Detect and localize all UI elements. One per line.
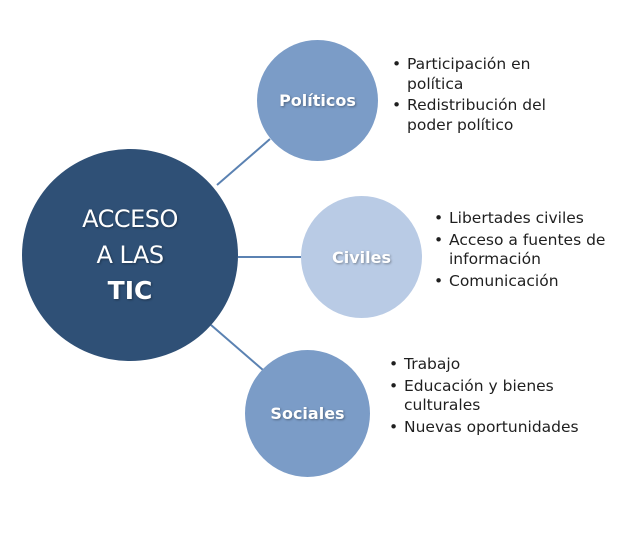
node-civiles-label: Civiles xyxy=(332,247,391,267)
list-item: Nuevas oportunidades xyxy=(387,418,587,438)
node-civiles: Civiles xyxy=(301,196,422,318)
center-circle-acceso-tic: ACCESO A LAS TIC xyxy=(22,149,238,361)
center-line-1: ACCESO xyxy=(82,205,178,233)
node-politicos-label: Políticos xyxy=(279,91,356,110)
list-item: Redistribución del poder político xyxy=(390,96,590,135)
node-sociales-label: Sociales xyxy=(270,404,345,423)
node-politicos: Políticos xyxy=(257,40,378,161)
sociales-bullet-list: Trabajo Educación y bienes culturales Nu… xyxy=(387,355,587,439)
center-line-2: A LAS xyxy=(96,241,164,269)
list-item: Libertades civiles xyxy=(432,209,632,229)
list-item: Trabajo xyxy=(387,355,587,375)
list-item: Educación y bienes culturales xyxy=(387,377,587,416)
center-line-3: TIC xyxy=(107,276,153,305)
politicos-bullet-list: Participación en política Redistribución… xyxy=(390,55,590,137)
list-item: Comunicación xyxy=(432,272,632,292)
connector-politicos xyxy=(216,138,271,186)
list-item: Participación en política xyxy=(390,55,590,94)
civiles-bullet-list: Libertades civiles Acceso a fuentes de i… xyxy=(432,209,632,293)
connector-sociales xyxy=(210,324,264,371)
node-sociales: Sociales xyxy=(245,350,370,477)
list-item: Acceso a fuentes de información xyxy=(432,231,632,270)
